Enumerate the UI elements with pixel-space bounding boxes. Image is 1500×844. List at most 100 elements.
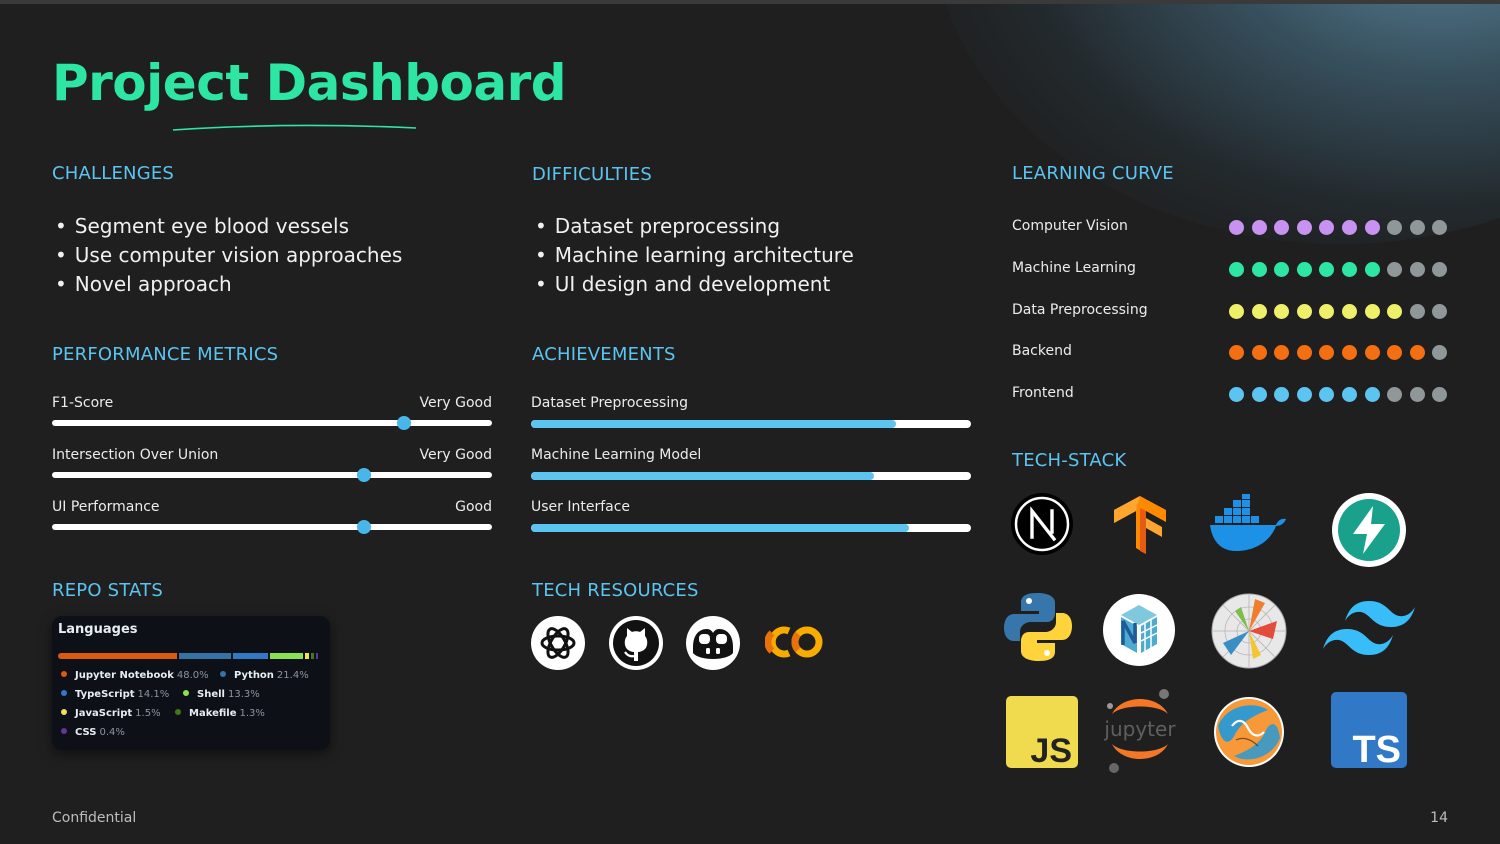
metric-f1: F1-Score Very Good	[52, 395, 492, 445]
skill-dot-filled	[1387, 345, 1403, 360]
tailwind-icon	[1323, 601, 1415, 655]
slider-thumb[interactable]	[357, 520, 372, 534]
svg-text:JS: JS	[1030, 732, 1072, 768]
metric-rating: Very Good	[419, 395, 492, 411]
skill-dot-filled	[1364, 345, 1380, 360]
language-color-dot	[61, 690, 67, 696]
skill-dot-filled	[1319, 262, 1335, 277]
language-bar-segment	[178, 653, 232, 659]
skill-dot-filled	[1251, 262, 1267, 277]
skill-dot-empty	[1387, 262, 1403, 277]
skill-dot-empty	[1387, 220, 1403, 235]
slider-thumb[interactable]	[357, 468, 372, 482]
metric-label: Intersection Over Union	[52, 447, 219, 463]
colab-icon[interactable]	[765, 622, 823, 662]
achievements-heading: ACHIEVEMENTS	[532, 344, 676, 365]
skill-dot-filled	[1319, 304, 1335, 319]
language-bar-segment	[233, 653, 269, 659]
metric-rating: Very Good	[419, 447, 492, 463]
list-item: UI design and development	[535, 270, 854, 299]
language-color-dot	[220, 671, 226, 677]
learning-row: Data Preprocessing	[1012, 302, 1452, 322]
achievement-dataset: Dataset Preprocessing	[531, 395, 971, 445]
progress-fill	[531, 524, 910, 532]
python-icon	[1004, 593, 1072, 661]
jupyter-icon: jupyter	[1103, 689, 1176, 773]
skill-dot-empty	[1432, 387, 1448, 402]
challenges-heading: CHALLENGES	[52, 163, 175, 184]
learning-row: Frontend	[1012, 385, 1452, 405]
skill-dot-filled	[1364, 220, 1380, 235]
skill-dot-filled	[1229, 345, 1244, 360]
language-bar-segment	[310, 653, 314, 659]
slider-track	[52, 420, 492, 426]
svg-text:TS: TS	[1352, 729, 1401, 768]
skill-dot-filled	[1229, 304, 1244, 319]
skill-dot-empty	[1387, 387, 1403, 402]
skill-dot-filled	[1251, 220, 1267, 235]
page-title: Project Dashboard	[52, 54, 567, 112]
tech-stack-heading: TECH-STACK	[1012, 450, 1127, 471]
learning-row-label: Data Preprocessing	[1012, 302, 1148, 318]
metric-rating: Good	[455, 499, 492, 515]
progress-track	[531, 472, 971, 480]
skill-dot-filled	[1409, 345, 1425, 360]
learning-curve-heading: LEARNING CURVE	[1012, 163, 1174, 184]
scikit-learn-icon	[1214, 697, 1284, 767]
learning-row-label: Computer Vision	[1012, 218, 1128, 234]
copilot-icon[interactable]	[685, 615, 741, 671]
skill-dot-filled	[1364, 387, 1380, 402]
skill-dot-filled	[1341, 220, 1357, 235]
list-item: Segment eye blood vessels	[55, 212, 402, 241]
languages-bar	[58, 653, 320, 659]
list-item: Use computer vision approaches	[55, 241, 403, 270]
learning-row: Backend	[1012, 343, 1452, 363]
learning-row: Machine Learning	[1012, 260, 1452, 280]
learning-row-label: Machine Learning	[1012, 260, 1136, 276]
skill-dot-filled	[1364, 262, 1380, 277]
achievement-label: Machine Learning Model	[531, 447, 702, 463]
slider-thumb[interactable]	[397, 416, 411, 430]
skill-dot-filled	[1319, 220, 1335, 235]
skill-dot-empty	[1409, 387, 1425, 402]
progress-fill	[531, 472, 875, 480]
skill-dot-filled	[1274, 262, 1290, 277]
skill-dot-filled	[1341, 304, 1357, 319]
skill-dot-filled	[1319, 345, 1335, 360]
nextjs-icon	[1011, 493, 1073, 555]
performance-heading: PERFORMANCE METRICS	[52, 344, 279, 365]
skill-dot-filled	[1251, 345, 1267, 360]
skill-dot-filled	[1296, 262, 1312, 277]
skill-dot-filled	[1251, 387, 1267, 402]
github-icon[interactable]	[608, 615, 664, 671]
skill-dot-filled	[1274, 387, 1290, 402]
skill-dot-filled	[1274, 304, 1290, 319]
numpy-icon	[1103, 594, 1175, 666]
language-bar-segment	[315, 653, 318, 659]
tech-resources-heading: TECH RESOURCES	[532, 580, 699, 601]
openai-icon[interactable]	[530, 615, 586, 671]
difficulties-list: Dataset preprocessing Machine learning a…	[535, 212, 854, 299]
skill-dot-filled	[1251, 304, 1267, 319]
learning-row: Computer Vision	[1012, 218, 1452, 238]
achievement-label: Dataset Preprocessing	[531, 395, 688, 411]
language-color-dot	[183, 690, 189, 696]
achievement-label: User Interface	[531, 499, 631, 515]
skill-dots	[1229, 345, 1448, 360]
language-bar-segment	[58, 653, 177, 659]
skill-dot-filled	[1274, 345, 1290, 360]
skill-dot-filled	[1229, 262, 1244, 277]
language-color-dot	[61, 671, 67, 677]
metric-ui-performance: UI Performance Good	[52, 499, 492, 549]
achievement-ui: User Interface	[531, 499, 971, 549]
learning-row-label: Frontend	[1012, 385, 1074, 401]
javascript-icon: JS	[1006, 696, 1078, 768]
supabase-icon	[1332, 493, 1406, 567]
repo-stats-heading: REPO STATS	[52, 580, 163, 601]
skill-dots	[1229, 262, 1448, 277]
list-item: Dataset preprocessing	[535, 212, 854, 241]
skill-dot-filled	[1229, 387, 1244, 402]
